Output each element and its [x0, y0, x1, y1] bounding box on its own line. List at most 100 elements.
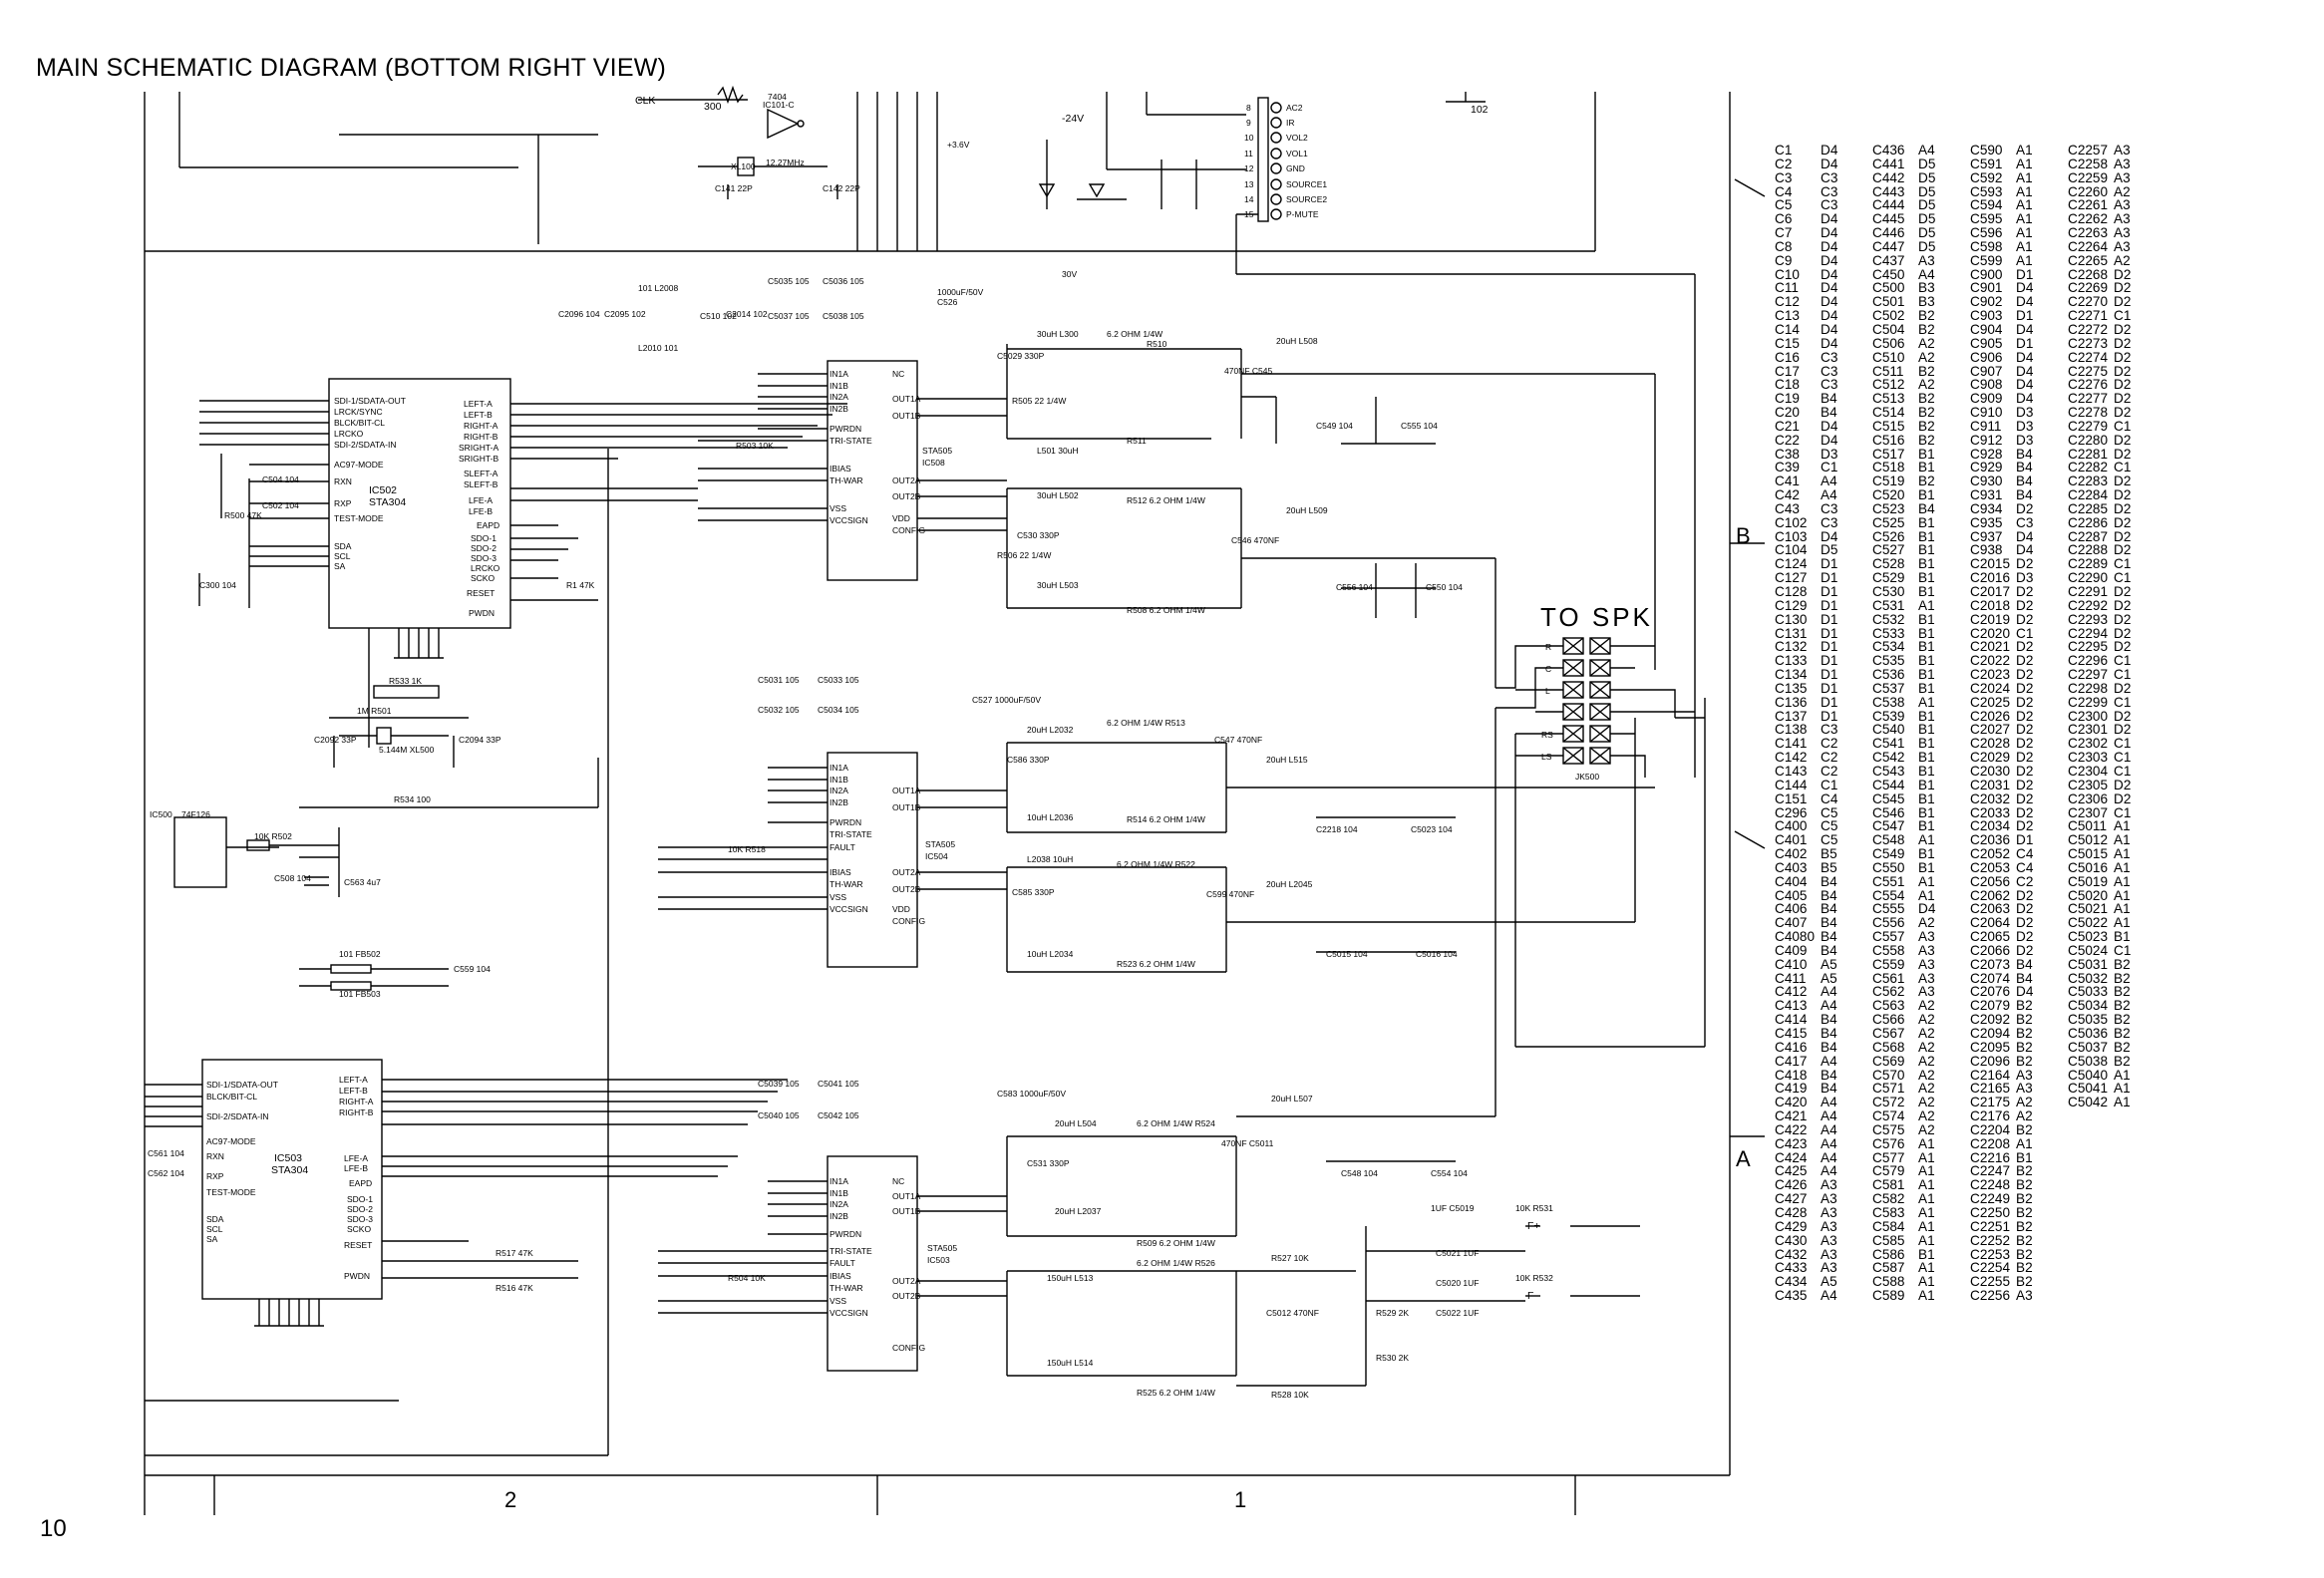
- amp-ic504-labels: STA505 IC504 IN1A IN1B IN2A IN2B PWRDN T…: [728, 675, 1458, 969]
- svg-text:OUT1A: OUT1A: [892, 394, 921, 404]
- ref-location: B2: [2016, 1232, 2033, 1248]
- ref-designator: C2276: [2068, 377, 2109, 393]
- svg-text:PWDN: PWDN: [469, 608, 495, 618]
- ic504-ref: IC504: [925, 851, 948, 861]
- ref-designator: C561: [1872, 970, 1905, 986]
- ref-location: A3: [2114, 211, 2131, 227]
- ref-location: D4: [2016, 542, 2034, 558]
- ref-location: A1: [2016, 197, 2033, 213]
- zone-column-2: 2: [504, 1487, 516, 1512]
- ref-location: A1: [1918, 1232, 1935, 1248]
- ref-location: B2: [2114, 1026, 2131, 1041]
- ic508-ref: IC508: [922, 458, 945, 468]
- ref-location: D1: [1821, 584, 1838, 599]
- svg-text:R: R: [1545, 642, 1551, 652]
- svg-text:C5015 104: C5015 104: [1326, 949, 1368, 959]
- ic503b-part: STA505: [927, 1243, 957, 1253]
- svg-text:SRIGHT-B: SRIGHT-B: [459, 454, 498, 464]
- ref-designator: C2016: [1970, 570, 2011, 586]
- ref-location: B2: [2016, 1260, 2033, 1276]
- svg-text:RS: RS: [1541, 730, 1553, 740]
- ref-designator: C5020: [2068, 887, 2109, 903]
- ref-location: A1: [1918, 1218, 1935, 1234]
- ref-location: D3: [2016, 405, 2034, 421]
- ref-location: B2: [2114, 1053, 2131, 1069]
- ref-designator: C138: [1775, 722, 1808, 738]
- minus24v-label: -24V: [1062, 113, 1084, 125]
- ref-designator: C136: [1775, 694, 1808, 710]
- ref-designator: C541: [1872, 736, 1905, 752]
- ref-designator: C528: [1872, 556, 1905, 572]
- ref-location: D2: [2114, 280, 2132, 296]
- ref-designator: C406: [1775, 901, 1808, 917]
- ref-designator: C582: [1872, 1191, 1905, 1207]
- svg-text:C502 104: C502 104: [262, 500, 299, 510]
- ref-location: C3: [1821, 500, 1838, 516]
- ref-designator: C2282: [2068, 460, 2109, 475]
- c102-label: 102: [1471, 104, 1489, 116]
- ref-location: B5: [1821, 859, 1837, 875]
- ref-location: D2: [2016, 915, 2034, 931]
- ref-location: A1: [2114, 887, 2131, 903]
- ref-designator: C5024: [2068, 942, 2109, 958]
- svg-text:LEFT-B: LEFT-B: [339, 1086, 368, 1096]
- svg-text:R534 100: R534 100: [394, 794, 431, 804]
- ref-designator: C531: [1872, 597, 1905, 613]
- ref-location: D2: [2016, 653, 2034, 669]
- ref-designator: C526: [1872, 528, 1905, 544]
- ref-location: D2: [2114, 321, 2132, 337]
- ref-designator: C551: [1872, 873, 1905, 889]
- ref-location: A1: [2114, 1067, 2131, 1083]
- ref-location: C3: [1821, 514, 1838, 530]
- ref-location: B2: [2016, 1121, 2033, 1137]
- ref-location: B1: [2016, 1149, 2033, 1165]
- ref-designator: C500: [1872, 280, 1905, 296]
- ref-designator: C426: [1775, 1177, 1808, 1193]
- svg-text:470NF C5011: 470NF C5011: [1221, 1138, 1274, 1148]
- ref-designator: C587: [1872, 1260, 1905, 1276]
- svg-text:CONFIG: CONFIG: [892, 916, 925, 926]
- ref-location: A1: [2016, 1135, 2033, 1151]
- svg-text:C510 102: C510 102: [700, 311, 737, 321]
- ref-designator: C542: [1872, 750, 1905, 766]
- ref-designator: C443: [1872, 183, 1905, 199]
- ref-location: D2: [2016, 667, 2034, 683]
- ref-designator: C2079: [1970, 998, 2011, 1014]
- ref-location: A1: [2016, 183, 2033, 199]
- ref-designator: C2286: [2068, 514, 2109, 530]
- svg-text:LS: LS: [1541, 752, 1552, 762]
- svg-text:P-MUTE: P-MUTE: [1286, 209, 1319, 219]
- ref-designator: C577: [1872, 1149, 1905, 1165]
- svg-text:PWRDN: PWRDN: [830, 1229, 861, 1239]
- ref-designator: C569: [1872, 1053, 1905, 1069]
- svg-text:R510: R510: [1147, 339, 1167, 349]
- svg-text:C2218 104: C2218 104: [1316, 824, 1358, 834]
- svg-text:BLCK/BIT-CL: BLCK/BIT-CL: [334, 418, 385, 428]
- ref-location: A1: [2114, 1081, 2131, 1097]
- svg-text:14: 14: [1244, 194, 1254, 204]
- svg-text:9: 9: [1246, 118, 1251, 128]
- ref-location: A2: [2016, 1095, 2033, 1110]
- ref-designator: C2024: [1970, 680, 2011, 696]
- ref-location: A4: [1821, 1053, 1837, 1069]
